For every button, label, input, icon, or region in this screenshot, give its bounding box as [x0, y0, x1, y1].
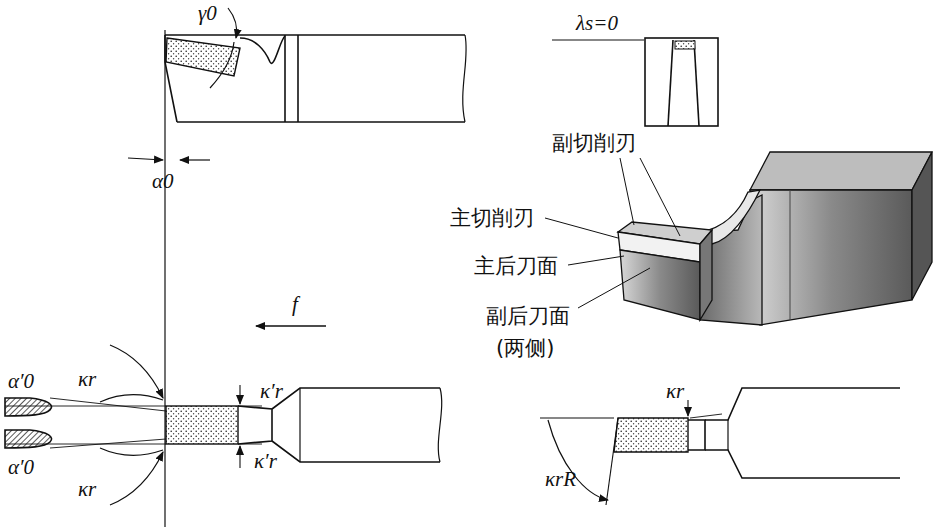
angle-symbol: α′0 [8, 370, 34, 393]
angle-symbol: α0 [152, 170, 174, 193]
angle-symbol: κrR [545, 468, 576, 491]
feed-symbol: f [292, 293, 298, 316]
part-name: 主切削刃 [450, 207, 534, 230]
angle-symbol: κr [78, 368, 96, 391]
angle-symbol: α′0 [8, 456, 34, 479]
part-name: 副切削刃 [552, 132, 636, 155]
angle-symbol: γ0 [198, 2, 217, 25]
angle-symbol: κr [78, 478, 96, 501]
part-name: 主后刀面 [474, 255, 558, 278]
angle-symbol: λs=0 [576, 12, 618, 35]
angle-symbol: κr [666, 380, 684, 403]
angle-symbol: κ′r [254, 450, 277, 473]
part-name: 副后刀面 [486, 305, 570, 328]
part-name: (两侧) [496, 337, 554, 360]
angle-symbol: κ′r [260, 380, 283, 403]
